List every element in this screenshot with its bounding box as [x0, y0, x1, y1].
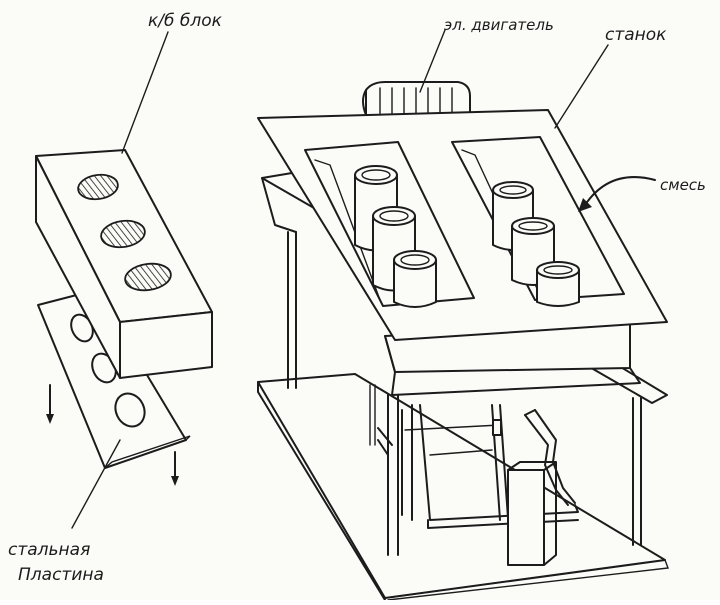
block-hole — [77, 173, 119, 201]
label-block: к/б блок — [148, 11, 223, 31]
label-machine: станок — [605, 25, 667, 45]
label-motor: эл. двигатель — [444, 16, 554, 34]
block-hole — [100, 219, 146, 249]
label-plate-line1: стальная — [8, 540, 90, 560]
concrete-block — [35, 149, 213, 379]
block-hole — [124, 262, 172, 292]
label-plate-line2: Пластина — [18, 565, 104, 585]
label-mix: смесь — [660, 176, 706, 194]
machine-base — [257, 373, 669, 601]
mould-cores-left — [354, 165, 437, 308]
down-arrows — [46, 384, 179, 486]
electric-motor — [362, 81, 471, 119]
leader-lines — [71, 29, 656, 529]
vibration-mechanism — [377, 404, 579, 566]
machine-legs — [287, 231, 642, 556]
mould-cores-right — [492, 181, 580, 307]
machine-top-plate — [257, 109, 668, 341]
